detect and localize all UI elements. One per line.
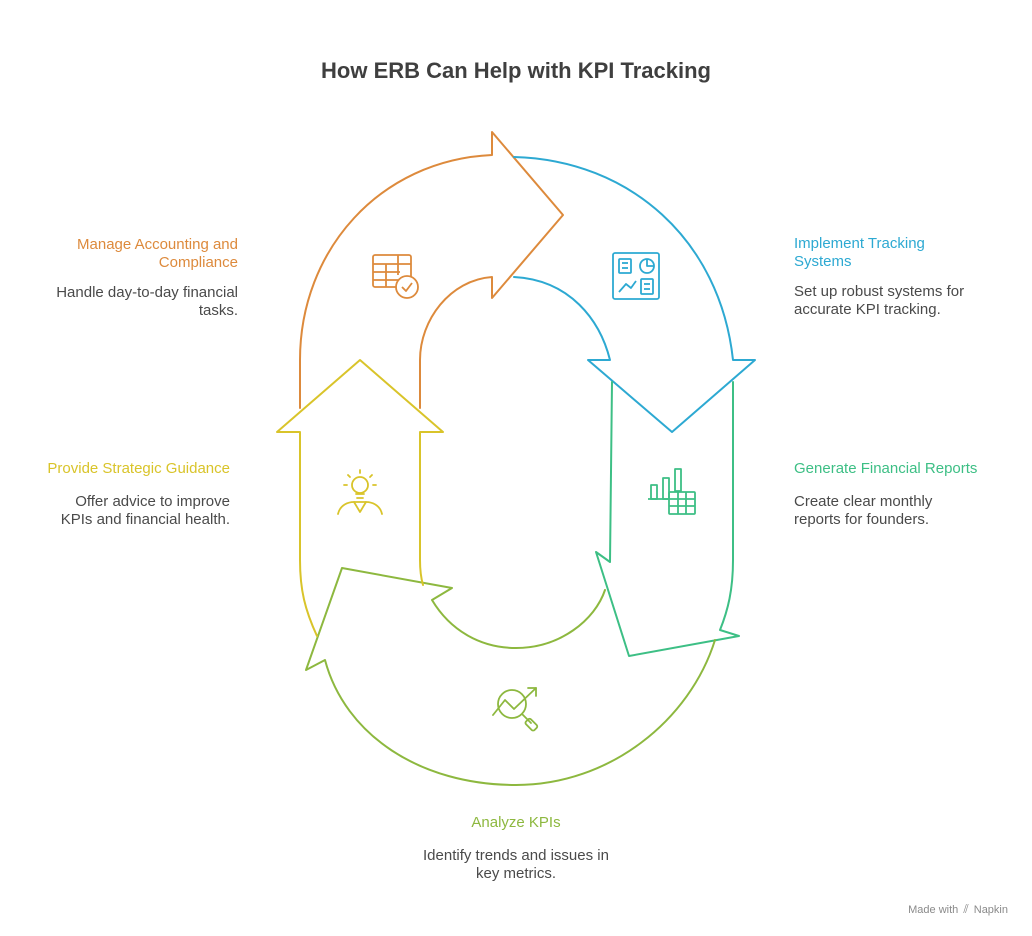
made-with-napkin[interactable]: Made with ⫽ Napkin <box>908 902 1008 917</box>
lightbulb-person-icon <box>337 469 383 515</box>
napkin-brand: Napkin <box>973 904 1008 916</box>
step-label-implement-tracking: Implement Tracking Systems <box>794 235 925 270</box>
spreadsheet-check-icon <box>372 254 419 299</box>
step-desc-analyze-kpis: Identify trends and issues in key metric… <box>423 847 609 882</box>
napkin-logo-icon: ⫽ <box>963 902 969 916</box>
report-chart-icon <box>648 468 696 515</box>
step-desc-generate-reports: Create clear monthly reports for founder… <box>794 493 933 528</box>
step-label-generate-reports: Generate Financial Reports <box>794 460 978 477</box>
made-with-text: Made with <box>908 904 959 916</box>
segment-teal <box>595 381 740 657</box>
diagram-title: How ERB Can Help with KPI Tracking <box>321 58 711 83</box>
segment-orange <box>299 131 564 409</box>
step-label-strategic-guidance: Provide Strategic Guidance <box>47 460 230 477</box>
segment-yellow <box>276 359 444 637</box>
step-label-analyze-kpis: Analyze KPIs <box>471 814 561 831</box>
segment-green <box>305 567 716 786</box>
step-desc-strategic-guidance: Offer advice to improve KPIs and financi… <box>60 493 230 528</box>
step-desc-implement-tracking: Set up robust systems for accurate KPI t… <box>794 283 965 318</box>
step-label-manage-accounting: Manage Accounting and Compliance <box>77 236 238 271</box>
dashboard-icon <box>612 252 660 300</box>
step-desc-manage-accounting: Handle day-to-day financial tasks. <box>56 284 238 319</box>
analysis-icon <box>492 687 539 732</box>
segment-blue <box>513 156 756 433</box>
